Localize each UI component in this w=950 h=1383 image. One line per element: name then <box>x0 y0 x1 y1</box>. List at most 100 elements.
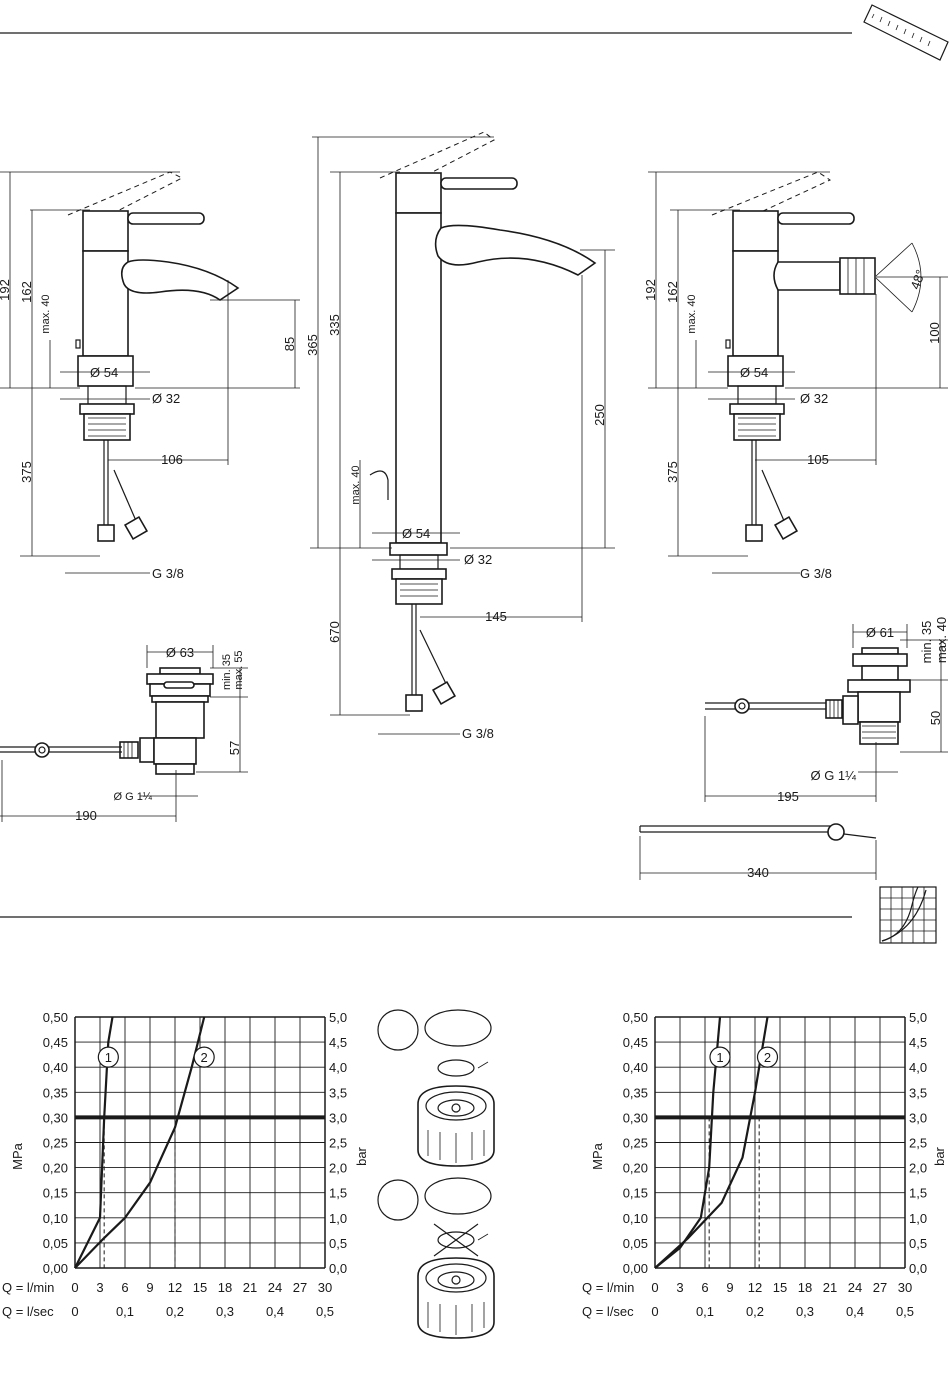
dim-left-375: 375 <box>19 461 34 483</box>
lmin-tick-label: 9 <box>146 1280 153 1295</box>
bar-tick-label: 0,5 <box>329 1236 347 1251</box>
lmin-tick-label: 0 <box>651 1280 658 1295</box>
dim-waste-right-max40: max. 40 <box>934 617 949 663</box>
lsec-tick-label: 0,1 <box>696 1304 714 1319</box>
dim-right-max40: max. 40 <box>686 294 698 333</box>
bar-tick-label: 5,0 <box>909 1010 927 1025</box>
y-axis-label-mpa: MPa <box>590 1142 605 1170</box>
lmin-tick-label: 6 <box>121 1280 128 1295</box>
lsec-tick-label: 0,3 <box>796 1304 814 1319</box>
curve-2 <box>654 1016 769 1269</box>
dim-waste-left-190: 190 <box>75 808 97 823</box>
lmin-tick-label: 24 <box>848 1280 862 1295</box>
dim-right-100: 100 <box>927 322 942 344</box>
dim-right-dia54: Ø 54 <box>740 365 768 380</box>
bar-tick-label: 3,0 <box>909 1110 927 1125</box>
curve-1 <box>654 1016 722 1269</box>
mpa-tick-label: 0,20 <box>43 1161 68 1176</box>
lmin-tick-label: 18 <box>218 1280 232 1295</box>
bar-tick-label: 2,5 <box>329 1136 347 1151</box>
lmin-tick-label: 3 <box>96 1280 103 1295</box>
lsec-tick-label: 0 <box>651 1304 658 1319</box>
lmin-tick-label: 30 <box>318 1280 332 1295</box>
mpa-tick-label: 0,35 <box>43 1085 68 1100</box>
chart-grid: 0,000,050,100,150,200,250,300,350,400,45… <box>582 1010 947 1319</box>
dim-center-365: 365 <box>305 334 320 356</box>
waste-set-right <box>704 624 948 802</box>
lsec-tick-label: 0 <box>71 1304 78 1319</box>
bar-tick-label: 2,0 <box>909 1161 927 1176</box>
mpa-tick-label: 0,15 <box>43 1186 68 1201</box>
lsec-tick-label: 0,2 <box>746 1304 764 1319</box>
dim-left-85: 85 <box>282 337 297 351</box>
lsec-tick-label: 0,5 <box>316 1304 334 1319</box>
bar-tick-label: 0,0 <box>909 1261 927 1276</box>
bar-tick-label: 4,5 <box>909 1035 927 1050</box>
dim-waste-right-dia61: Ø 61 <box>866 625 894 640</box>
bar-tick-label: 3,0 <box>329 1110 347 1125</box>
lmin-tick-label: 15 <box>193 1280 207 1295</box>
mpa-tick-label: 0,30 <box>623 1110 648 1125</box>
waste-set-left <box>0 645 248 822</box>
dim-waste-right-min35: min. 35 <box>919 621 934 664</box>
curve-label: 2 <box>201 1050 208 1065</box>
lsec-tick-label: 0,5 <box>896 1304 914 1319</box>
curve-label-circle <box>756 1046 779 1068</box>
ruler-icon <box>863 4 949 61</box>
dim-center-g38: G 3/8 <box>462 726 494 741</box>
flow-chart-icon <box>879 886 937 944</box>
y-axis-label-bar: bar <box>354 1146 369 1165</box>
mpa-tick-label: 0,40 <box>43 1060 68 1075</box>
dim-waste-right-195: 195 <box>777 789 799 804</box>
dim-waste-right-50: 50 <box>928 711 943 725</box>
lmin-tick-label: 21 <box>823 1280 837 1295</box>
curve-label-circle <box>97 1046 119 1068</box>
mpa-tick-label: 0,20 <box>623 1161 648 1176</box>
mpa-tick-label: 0,15 <box>623 1186 648 1201</box>
lmin-tick-label: 3 <box>676 1280 683 1295</box>
flow-chart-right: 0,000,050,100,150,200,250,300,350,400,45… <box>582 1010 947 1319</box>
bar-tick-label: 5,0 <box>329 1010 347 1025</box>
y-axis-label-bar: bar <box>932 1146 947 1165</box>
bar-tick-label: 0,5 <box>909 1236 927 1251</box>
curve-label-circle <box>193 1046 215 1068</box>
lmin-tick-label: 18 <box>798 1280 812 1295</box>
mpa-tick-label: 0,00 <box>623 1261 648 1276</box>
dim-waste-right-g114: Ø G 1¼ <box>810 768 856 783</box>
q-lsec-label: Q = l/sec <box>582 1304 634 1319</box>
aerator-parts <box>377 1009 495 1339</box>
mpa-tick-label: 0,50 <box>43 1010 68 1025</box>
q-lsec-label: Q = l/sec <box>2 1304 54 1319</box>
dim-center-670: 670 <box>327 621 342 643</box>
bidet-faucet-right <box>648 171 948 574</box>
chart-grid: 0,000,050,100,150,200,250,300,350,400,45… <box>2 1010 369 1319</box>
dim-waste-left-min35: min. 35 <box>221 654 233 690</box>
curve-label-circle <box>709 1046 731 1068</box>
lmin-tick-label: 24 <box>268 1280 282 1295</box>
curve-2 <box>74 1016 206 1269</box>
mpa-tick-label: 0,00 <box>43 1261 68 1276</box>
mpa-tick-label: 0,25 <box>43 1136 68 1151</box>
dim-waste-left-max55: max. 55 <box>233 650 245 689</box>
lmin-tick-label: 27 <box>873 1280 887 1295</box>
lmin-tick-label: 0 <box>71 1280 78 1295</box>
bar-tick-label: 1,5 <box>909 1186 927 1201</box>
tall-basin-faucet-center <box>310 131 615 735</box>
mpa-tick-label: 0,40 <box>623 1060 648 1075</box>
lmin-tick-label: 27 <box>293 1280 307 1295</box>
mpa-tick-label: 0,30 <box>43 1110 68 1125</box>
dim-rod-340: 340 <box>747 865 769 880</box>
bar-tick-label: 2,0 <box>329 1161 347 1176</box>
lmin-tick-label: 6 <box>701 1280 708 1295</box>
dim-center-dia54: Ø 54 <box>402 526 430 541</box>
bar-tick-label: 2,5 <box>909 1136 927 1151</box>
mpa-tick-label: 0,05 <box>623 1236 648 1251</box>
bar-tick-label: 1,5 <box>329 1186 347 1201</box>
lmin-tick-label: 12 <box>748 1280 762 1295</box>
bar-tick-label: 4,0 <box>329 1060 347 1075</box>
dim-right-105: 105 <box>807 452 829 467</box>
bar-tick-label: 1,0 <box>909 1211 927 1226</box>
bar-tick-label: 3,5 <box>909 1085 927 1100</box>
